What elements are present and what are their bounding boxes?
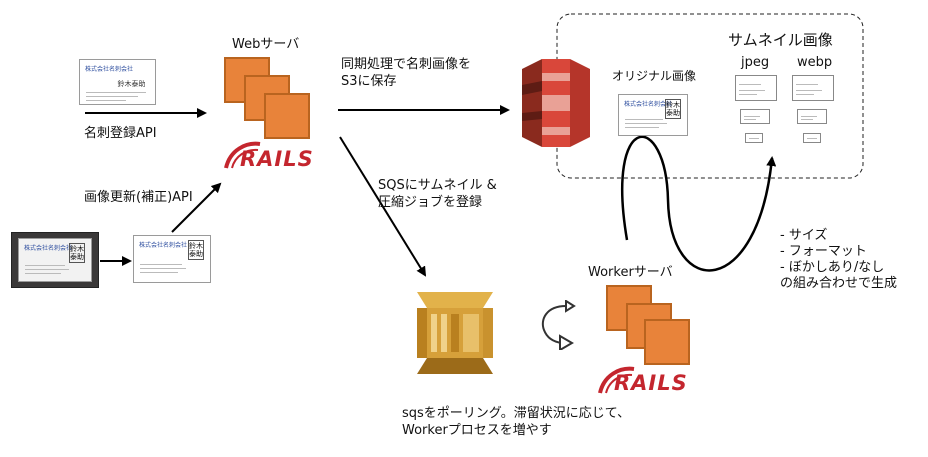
webp-thumb-small — [803, 133, 821, 143]
jpeg-thumb-medium — [740, 109, 770, 124]
web-server-icon — [224, 57, 310, 139]
rails-logo-arc-worker — [598, 366, 635, 394]
sync-save-label: 同期処理で名刺画像を S3に保存 — [341, 57, 472, 89]
register-api-label: 名刺登録API — [84, 126, 157, 141]
arrow-update-to-web — [171, 182, 222, 233]
thumbnail-image-label: サムネイル画像 — [728, 31, 833, 49]
arrow-web-to-sqs — [339, 136, 427, 277]
business-card-register: 株式会社名刺会社 鈴木泰助 — [79, 59, 156, 105]
jpeg-thumb-small — [745, 133, 763, 143]
worker-server-label: Workerサーバ — [588, 265, 673, 280]
webp-thumb-medium — [797, 109, 827, 124]
webp-thumb-large — [792, 75, 834, 101]
jpeg-label: jpeg — [741, 55, 770, 70]
rails-logo-web: RAILS — [240, 147, 314, 171]
webp-label: webp — [797, 55, 833, 70]
corrected-card: 株式会社名刺会社 鈴木泰助 — [133, 235, 211, 283]
polling-label: sqsをポーリング。滞留状況に応じて、 Workerプロセスを増やす — [402, 406, 631, 438]
sqs-register-label: SQSにサムネイル & 圧縮ジョブを登録 — [378, 178, 497, 210]
web-server-label: Webサーバ — [232, 37, 300, 52]
rails-logo-arc-web — [224, 141, 261, 169]
update-api-label: 画像更新(補正)API — [84, 190, 193, 205]
original-image-card: 株式会社名刺会社 鈴木泰助 — [618, 94, 688, 136]
polling-cycle-icon — [541, 300, 576, 350]
s3-region-dashed — [556, 13, 864, 179]
jpeg-thumb-large — [735, 75, 777, 101]
original-image-label: オリジナル画像 — [612, 69, 697, 83]
worker-server-icon — [606, 285, 690, 365]
raw-card-inner: 株式会社名刺会社 鈴木泰助 — [18, 238, 92, 282]
raw-card-photo: 株式会社名刺会社 鈴木泰助 — [11, 232, 99, 288]
sqs-queue-icon — [417, 292, 493, 374]
card-name: 鈴木泰助 — [117, 80, 146, 89]
arrow-worker-to-s3 — [621, 135, 777, 272]
s3-bucket-icon — [522, 59, 590, 147]
card-company: 株式会社名刺会社 — [85, 66, 134, 73]
rails-logo-worker: RAILS — [614, 371, 688, 395]
variations-label: - サイズ - フォーマット - ぼかしあり/なし の組み合わせで生成 — [780, 228, 898, 291]
